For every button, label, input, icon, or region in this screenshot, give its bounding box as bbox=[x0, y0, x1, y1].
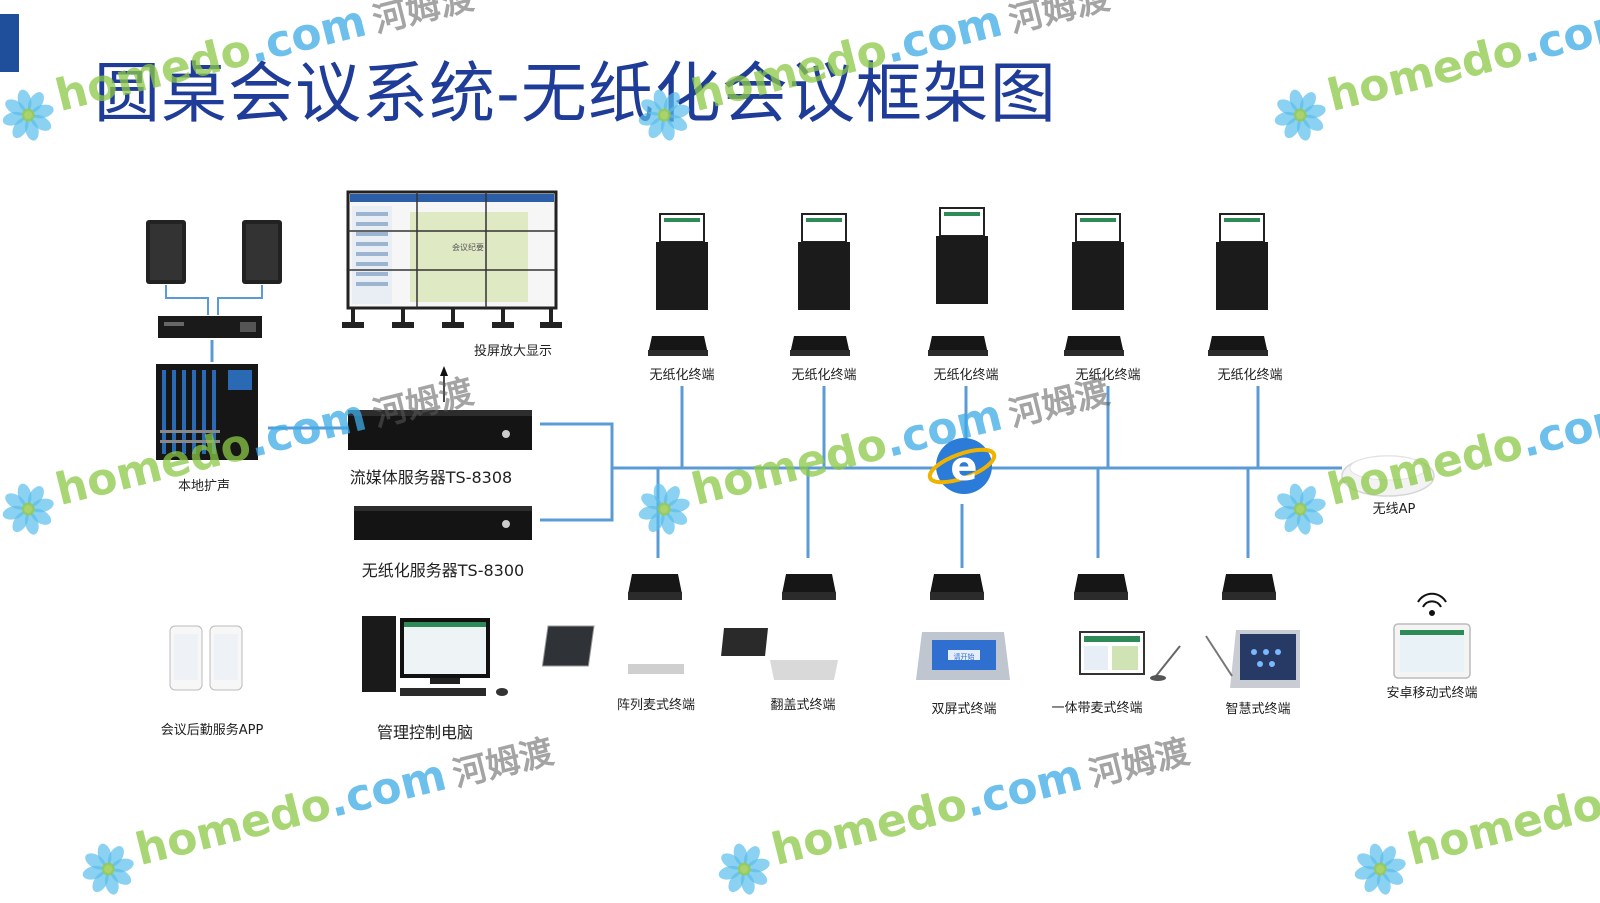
speaker-right bbox=[242, 220, 282, 284]
management-pc bbox=[362, 616, 508, 696]
flip-cover-label: 翻盖式终端 bbox=[770, 698, 836, 713]
speaker-left bbox=[146, 220, 186, 284]
smart-terminal bbox=[1205, 630, 1300, 688]
top-terminal-4 bbox=[1064, 213, 1124, 356]
svg-text:e: e bbox=[950, 444, 977, 490]
array-mic-label: 阵列麦式终端 bbox=[616, 698, 696, 713]
bottom-terminal-boxes bbox=[628, 574, 1276, 600]
page-title: 圆桌会议系统-无纸化会议框架图 bbox=[94, 55, 1057, 132]
dual-screen-label: 双屏式终端 bbox=[931, 702, 997, 717]
bottom-terminal-box-2 bbox=[782, 574, 836, 600]
speaker-right-line bbox=[217, 285, 263, 315]
paperless-server-device bbox=[354, 506, 532, 540]
amplifier bbox=[158, 316, 262, 338]
top-terminals bbox=[648, 207, 1268, 356]
top-terminal-1 bbox=[648, 213, 708, 356]
dual-screen-terminal: 请开始 bbox=[916, 632, 1010, 680]
paperless-server-label: 无纸化服务器TS-8300 bbox=[361, 561, 525, 580]
title-accent-bar bbox=[0, 14, 19, 72]
top-terminal-label-5: 无纸化终端 bbox=[1217, 368, 1283, 383]
media-server-device bbox=[348, 410, 532, 450]
speaker-left-line bbox=[165, 285, 209, 315]
bottom-terminal-box-1 bbox=[628, 574, 682, 600]
top-terminal-2 bbox=[790, 213, 850, 356]
top-terminal-label-2: 无纸化终端 bbox=[791, 368, 857, 383]
top-terminal-label-3: 无纸化终端 bbox=[933, 368, 999, 383]
android-tablet bbox=[1393, 623, 1471, 679]
flip-cover-terminal bbox=[721, 628, 838, 680]
phones-app bbox=[169, 625, 243, 691]
top-terminal-label-4: 无纸化终端 bbox=[1075, 368, 1141, 383]
uplink-arrow bbox=[440, 366, 448, 402]
android-label: 安卓移动式终端 bbox=[1386, 686, 1478, 701]
dual-screen-text: 请开始 bbox=[954, 652, 975, 661]
bottom-terminal-box-5 bbox=[1222, 574, 1276, 600]
all-in-one-label: 一体带麦式终端 bbox=[1051, 701, 1143, 716]
array-mic-terminal bbox=[541, 625, 684, 674]
network-hub-icon: e bbox=[927, 438, 997, 494]
wifi-icon bbox=[1417, 592, 1447, 616]
top-terminal-label-1: 无纸化终端 bbox=[649, 368, 715, 383]
wireless-ap-label: 无线AP bbox=[1372, 502, 1416, 517]
bottom-terminal-box-4 bbox=[1074, 574, 1128, 600]
all-in-one-mic-terminal bbox=[1079, 631, 1181, 681]
top-terminal-3 bbox=[928, 207, 988, 356]
wireless-ap-device bbox=[1341, 455, 1435, 497]
pc-label: 管理控制电脑 bbox=[376, 723, 474, 742]
bottom-terminal-box-3 bbox=[930, 574, 984, 600]
local-pa-label: 本地扩声 bbox=[177, 479, 231, 494]
top-terminal-5 bbox=[1208, 213, 1268, 356]
media-server-label: 流媒体服务器TS-8308 bbox=[349, 468, 513, 487]
app-label: 会议后勤服务APP bbox=[160, 723, 264, 738]
screen-caption: 会议纪要 bbox=[452, 242, 484, 252]
server-bracket-line bbox=[540, 422, 614, 522]
smart-terminal-label: 智慧式终端 bbox=[1225, 702, 1291, 717]
audio-mixer bbox=[156, 364, 258, 460]
display-label: 投屏放大显示 bbox=[473, 344, 553, 359]
video-wall: 会议纪要 bbox=[342, 190, 562, 328]
